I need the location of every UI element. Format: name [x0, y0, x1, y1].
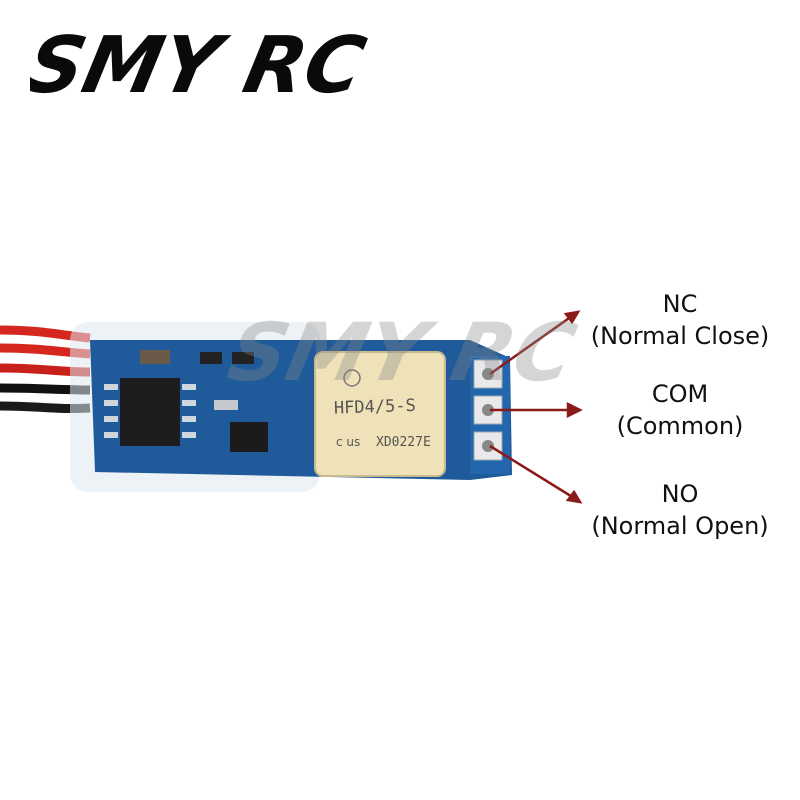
pin-label-com: COM (Common) — [570, 378, 790, 442]
pin-pads — [473, 359, 503, 461]
relay-marking-code: XD0227E — [376, 435, 431, 450]
watermark: SMY RC — [220, 307, 583, 400]
relay-marking-model: HFD4/5-S — [334, 396, 417, 419]
svg-text:c us: c us — [336, 435, 360, 449]
relay-module-photo: HFD4/5-S XD0227E c us SMY RC — [0, 307, 583, 504]
pin-desc-com: (Common) — [616, 412, 744, 440]
relay — [314, 351, 446, 477]
arrow-no — [489, 444, 575, 500]
pin-label-nc: NC (Normal Close) — [570, 288, 790, 352]
arrow-nc — [489, 314, 573, 376]
pin-name-no: NO — [661, 480, 699, 508]
pin-name-com: COM — [651, 380, 709, 408]
ic-chip — [120, 378, 180, 446]
svg-text:SMY RC: SMY RC — [30, 20, 373, 110]
pin-desc-no: (Normal Open) — [591, 512, 769, 540]
pin-label-no: NO (Normal Open) — [570, 478, 790, 542]
transistor — [230, 422, 268, 452]
pin-desc-nc: (Normal Close) — [590, 322, 770, 350]
pin-name-nc: NC — [662, 290, 698, 318]
brand-logo: SMY RC — [30, 20, 373, 110]
